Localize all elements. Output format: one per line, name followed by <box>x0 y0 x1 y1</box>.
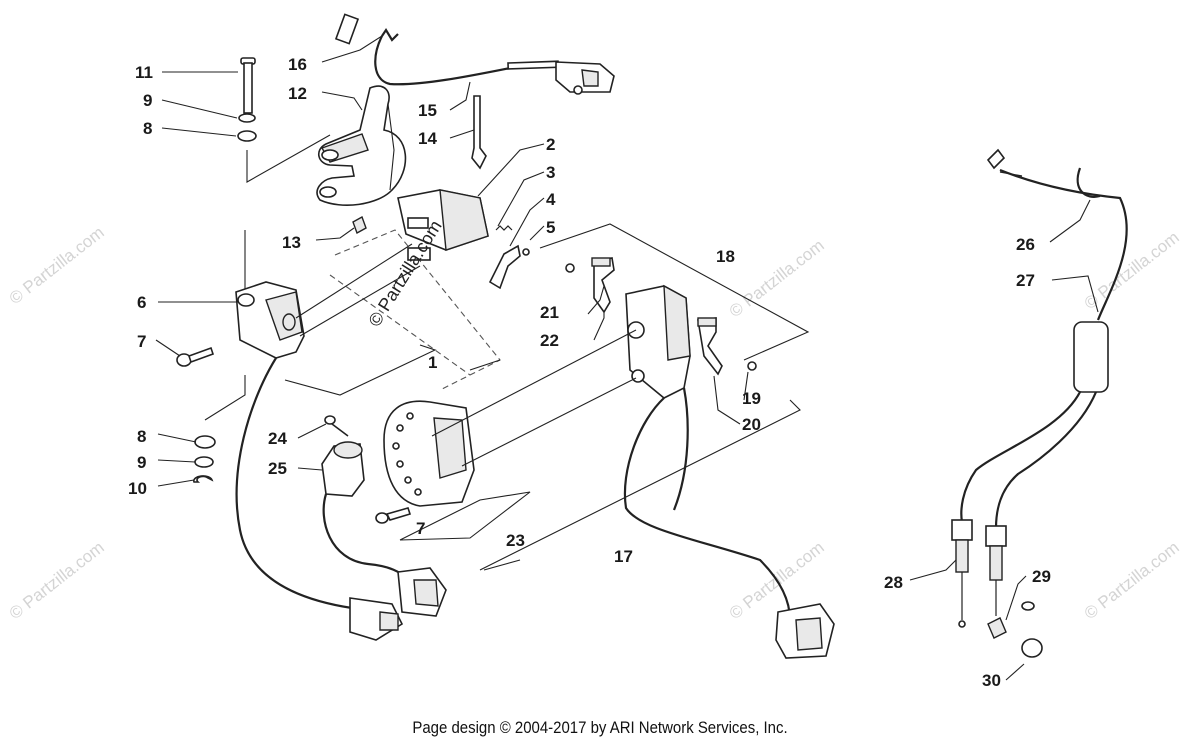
callout-18[interactable]: 18 <box>716 247 735 266</box>
assembly-line <box>246 134 331 183</box>
callout-8[interactable]: 8 <box>137 427 146 446</box>
pin-5[interactable] <box>522 248 530 256</box>
switch-assembly-2[interactable] <box>295 189 489 337</box>
lever-20[interactable] <box>697 317 723 376</box>
assembly-line <box>284 344 437 396</box>
lever-22[interactable] <box>591 257 615 314</box>
harness-15[interactable] <box>374 27 615 95</box>
watermark: © Partzilla.com <box>726 236 828 322</box>
assembly-line <box>479 399 801 571</box>
callout-4[interactable]: 4 <box>546 190 556 209</box>
throttle-housing-17[interactable] <box>625 284 691 399</box>
screw-7-left[interactable] <box>176 346 215 367</box>
wire-knob <box>322 493 411 581</box>
callout-21[interactable]: 21 <box>540 303 559 322</box>
callout-19[interactable]: 19 <box>742 389 761 408</box>
seal-30[interactable] <box>1021 638 1043 658</box>
assembly-line <box>399 491 531 541</box>
washer-8-bottom[interactable] <box>194 435 216 449</box>
plug-13[interactable] <box>352 215 367 235</box>
callout-12[interactable]: 12 <box>288 84 307 103</box>
callout-9[interactable]: 9 <box>143 91 152 110</box>
assembly-line <box>431 329 637 437</box>
callout-20[interactable]: 20 <box>742 415 761 434</box>
hidden-outline <box>329 274 471 376</box>
callout-24[interactable]: 24 <box>268 429 287 448</box>
contact-plate-4[interactable] <box>488 244 521 290</box>
callout-7[interactable]: 7 <box>416 519 425 538</box>
callout-1[interactable]: 1 <box>428 353 437 372</box>
cover-16[interactable] <box>334 13 360 45</box>
brake-lever-bracket-12[interactable] <box>316 85 407 206</box>
watermark: © Partzilla.com <box>1081 228 1183 314</box>
knob-25[interactable] <box>321 441 365 497</box>
callout-9[interactable]: 9 <box>137 453 146 472</box>
callout-22[interactable]: 22 <box>540 331 559 350</box>
callout-25[interactable]: 25 <box>268 459 287 478</box>
callout-23[interactable]: 23 <box>506 531 525 550</box>
callout-30[interactable]: 30 <box>982 671 1001 690</box>
nut-29[interactable] <box>987 617 1007 639</box>
callout-7[interactable]: 7 <box>137 332 146 351</box>
assembly-line <box>483 559 521 571</box>
callout-6[interactable]: 6 <box>137 293 146 312</box>
callout-2[interactable]: 2 <box>546 135 555 154</box>
callout-14[interactable]: 14 <box>418 129 437 148</box>
leader-lines <box>155 35 1099 681</box>
screw-7-lower[interactable] <box>375 507 412 524</box>
bolt-11[interactable] <box>240 57 256 114</box>
housing-23[interactable] <box>383 400 475 507</box>
callout-27[interactable]: 27 <box>1016 271 1035 290</box>
copyright-footer: Page design © 2004-2017 by ARI Network S… <box>412 718 788 737</box>
callout-labels: 11 9 8 16 12 15 14 13 2 3 4 5 6 7 1 18 2… <box>128 55 1051 690</box>
switch-housing-6[interactable] <box>235 281 305 359</box>
callout-16[interactable]: 16 <box>288 55 307 74</box>
sensor-harness-27[interactable] <box>960 148 1128 529</box>
wire-left <box>235 357 353 610</box>
callout-10[interactable]: 10 <box>128 479 147 498</box>
connector-left[interactable] <box>349 597 404 641</box>
callout-3[interactable]: 3 <box>546 163 555 182</box>
center-watermark: © Partzilla.com <box>364 217 445 330</box>
washer-9-top[interactable] <box>238 113 256 123</box>
callout-8[interactable]: 8 <box>143 119 152 138</box>
connector-right[interactable] <box>775 603 835 659</box>
callout-15[interactable]: 15 <box>418 101 437 120</box>
assembly-line <box>539 223 810 361</box>
screw-24[interactable] <box>324 415 349 437</box>
connector-middle[interactable] <box>397 567 447 617</box>
callout-5[interactable]: 5 <box>546 218 555 237</box>
callout-17[interactable]: 17 <box>614 547 633 566</box>
assembly-line <box>469 359 501 371</box>
watermark: © Partzilla.com <box>6 538 108 624</box>
screw-19[interactable] <box>747 361 757 371</box>
terminal-14[interactable] <box>471 95 487 170</box>
e-ring-10[interactable] <box>193 475 214 483</box>
callout-29[interactable]: 29 <box>1032 567 1051 586</box>
callout-13[interactable]: 13 <box>282 233 301 252</box>
assembly-line <box>204 375 246 421</box>
spring-3[interactable] <box>495 225 513 231</box>
watermark: © Partzilla.com <box>1081 538 1183 624</box>
assembly-line <box>461 377 637 467</box>
callout-11[interactable]: 11 <box>135 63 153 82</box>
washer-8-top[interactable] <box>237 130 257 142</box>
watermark: © Partzilla.com <box>6 223 108 309</box>
callout-28[interactable]: 28 <box>884 573 903 592</box>
washer-9-bottom[interactable] <box>194 456 214 468</box>
wire-throttle <box>623 397 792 621</box>
sensor-29[interactable] <box>985 525 1035 616</box>
wire-throttle <box>672 387 689 511</box>
sensor-28[interactable] <box>951 519 973 628</box>
screw-21[interactable] <box>565 263 575 273</box>
callout-26[interactable]: 26 <box>1016 235 1035 254</box>
